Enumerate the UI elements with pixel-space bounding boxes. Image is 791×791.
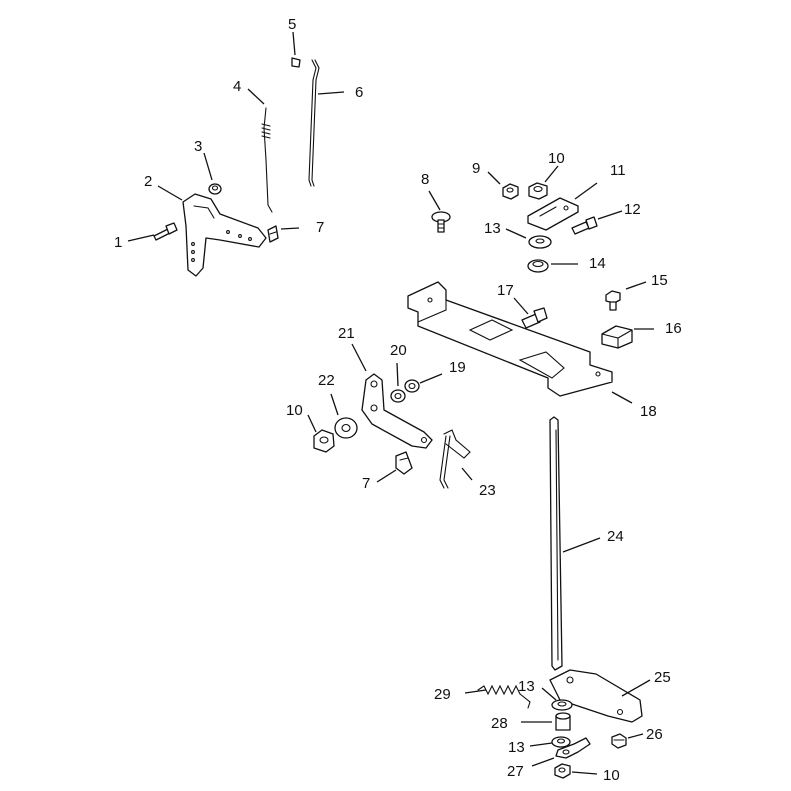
part-21-lever: [361, 373, 433, 449]
part-23-wire-bracket: [439, 429, 471, 489]
part-25-base-plate: [549, 669, 643, 723]
callout-15: 15: [651, 272, 668, 289]
leader-lines: [127, 31, 654, 775]
part-5-clip: [291, 57, 301, 68]
part-7-clip-lower: [395, 451, 413, 475]
callout-8: 8: [421, 171, 429, 188]
part-3-nut: [208, 183, 222, 195]
callout-19: 19: [449, 359, 466, 376]
callout-20: 20: [390, 342, 407, 359]
part-19-washer: [404, 379, 420, 393]
callout-7-lower: 7: [362, 475, 370, 492]
callout-12: 12: [624, 201, 641, 218]
part-7-clip-upper: [267, 225, 279, 243]
part-24-shaft: [549, 416, 563, 671]
callout-11: 11: [610, 162, 626, 179]
part-10-nut-lower: [554, 763, 571, 779]
callout-2: 2: [144, 173, 152, 190]
callout-labels: 1 2 3 4 5 6 7 8 9 10 11 12 13 14 15 16 1…: [114, 16, 682, 784]
callout-9: 9: [472, 160, 480, 177]
part-22-washer: [334, 417, 358, 439]
callout-18: 18: [640, 403, 657, 420]
part-13-washer-lower-bottom: [551, 736, 571, 748]
part-27-tab-washer: [555, 737, 591, 759]
callout-21: 21: [338, 325, 355, 342]
callout-3: 3: [194, 138, 202, 155]
part-17-bolt: [521, 307, 548, 329]
part-10-nut-upper: [528, 182, 548, 200]
callout-5: 5: [288, 16, 296, 33]
part-2-control-lever: [182, 193, 267, 277]
part-8-screw: [431, 211, 451, 233]
callout-27: 27: [507, 763, 524, 780]
parts-layer: [153, 57, 643, 779]
callout-22: 22: [318, 372, 335, 389]
part-29-spring: [477, 684, 531, 709]
part-4-spring-rod: [261, 107, 273, 213]
part-13-washer-upper: [528, 235, 552, 249]
callout-10-lower: 10: [603, 767, 620, 784]
callout-28: 28: [491, 715, 508, 732]
part-10-nut-middle: [313, 429, 335, 453]
callout-29: 29: [434, 686, 451, 703]
part-1-bolt: [153, 222, 178, 241]
callout-23: 23: [479, 482, 496, 499]
part-28-spacer: [555, 712, 571, 731]
callout-26: 26: [646, 726, 663, 743]
callout-13-lower-top: 13: [518, 678, 535, 695]
callout-13-upper: 13: [484, 220, 501, 237]
part-18-main-plate: [407, 281, 613, 397]
callout-13-lower-bottom: 13: [508, 739, 525, 756]
part-16-block: [601, 325, 633, 349]
part-26-bolt: [611, 733, 627, 749]
callout-6: 6: [355, 84, 363, 101]
callout-24: 24: [607, 528, 624, 545]
part-12-bolt: [571, 216, 598, 235]
callout-7-upper: 7: [316, 219, 324, 236]
callout-16: 16: [665, 320, 682, 337]
part-11-bracket: [527, 197, 579, 231]
part-6-link-rod: [308, 59, 320, 187]
callout-25: 25: [654, 669, 671, 686]
part-15-bolt: [605, 290, 621, 311]
callout-10-middle: 10: [286, 402, 303, 419]
part-14-grommet: [527, 259, 549, 273]
callout-14: 14: [589, 255, 606, 272]
callout-1: 1: [114, 234, 122, 251]
callout-4: 4: [233, 78, 241, 95]
part-13-washer-lower-top: [551, 699, 573, 711]
part-9-nut: [502, 183, 519, 200]
callout-10-upper: 10: [548, 150, 565, 167]
callout-17: 17: [497, 282, 514, 299]
part-20-washer: [390, 389, 406, 403]
